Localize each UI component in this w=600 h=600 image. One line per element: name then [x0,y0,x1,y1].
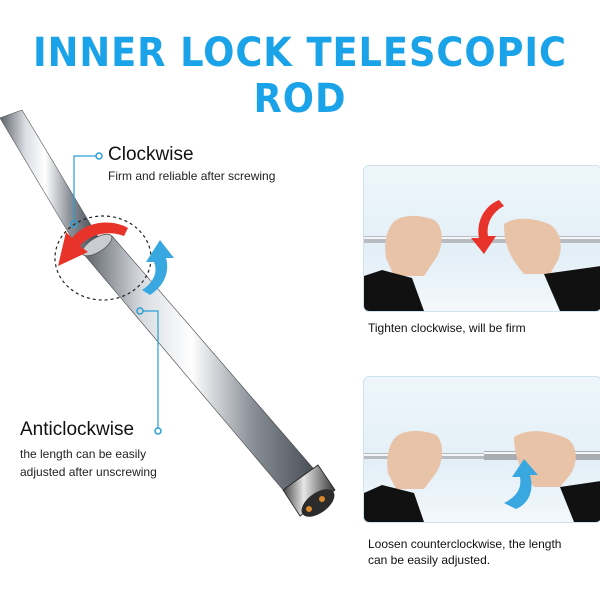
anticlockwise-description-line2: adjusted after unscrewing [20,465,157,479]
page-title: INNER LOCK TELESCOPIC ROD [33,30,567,122]
loosen-caption-line1: Loosen counterclockwise, the length [368,537,562,551]
anticlockwise-arrow-icon [142,240,174,295]
anticlockwise-description-line1: the length can be easily [20,447,147,461]
anticlockwise-leader-line [136,307,162,435]
left-hand [364,215,442,311]
loosen-arrow-icon [504,459,538,509]
end-cap [282,464,336,517]
loosen-caption-line2: can be easily adjusted. [368,553,491,567]
tighten-arrow-icon [471,200,504,254]
clockwise-arrow-icon [58,222,128,266]
clockwise-heading: Clockwise [108,144,194,165]
left-hand [364,430,442,522]
tighten-photo [363,165,600,312]
right-hand [504,218,600,311]
anticlockwise-heading: Anticlockwise [20,419,135,440]
clockwise-leader-line [70,152,103,228]
loosen-photo [363,376,600,523]
tighten-caption: Tighten clockwise, will be firm [368,321,526,335]
clockwise-description: Firm and reliable after screwing [108,169,276,183]
